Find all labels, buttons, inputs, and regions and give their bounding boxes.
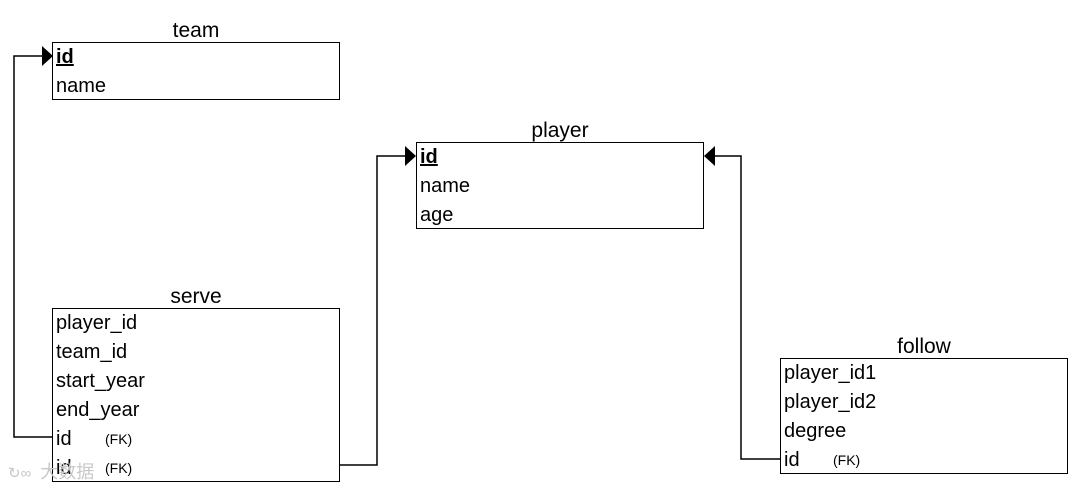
arrowhead-team-id [42, 46, 53, 66]
field-serve-player-id: player_id [56, 312, 138, 334]
field-team-id: id [56, 46, 74, 68]
arrowhead-player-id-left [405, 146, 416, 166]
field-serve-id-fk-2: id (FK) [53, 454, 339, 483]
field-serve-end-year: end_year [56, 399, 140, 421]
entity-title-follow: follow [897, 335, 951, 358]
watermark-text: 大数据 [40, 462, 95, 482]
entity-player[interactable]: id name age [416, 142, 704, 229]
field-name: id [784, 449, 800, 471]
field-player-age: age [420, 204, 454, 226]
fk-tag: (FK) [105, 431, 133, 447]
entity-title-player: player [531, 119, 589, 142]
entity-title-team: team [172, 19, 220, 42]
field-follow-degree: degree [784, 420, 847, 442]
entity-title-serve: serve [170, 285, 222, 308]
logo-icon: ↻∞ [8, 465, 32, 482]
field-player-id: id [420, 146, 438, 168]
field-follow-player-id1: player_id1 [784, 362, 877, 384]
entity-team[interactable]: id name [52, 42, 340, 100]
field-serve-start-year: start_year [56, 370, 145, 392]
field-follow-id-fk: id (FK) [781, 446, 1067, 475]
entity-follow[interactable]: player_id1 player_id2 degree id (FK) [780, 358, 1068, 474]
fk-tag: (FK) [105, 460, 133, 476]
field-team-name: name [56, 75, 107, 97]
connector-serve-team [13, 55, 52, 438]
field-serve-id-fk-1: id (FK) [53, 425, 339, 454]
watermark: ↻∞ 大数据 [8, 458, 94, 484]
fk-tag: (FK) [833, 452, 861, 468]
field-follow-player-id2: player_id2 [784, 391, 877, 413]
field-serve-team-id: team_id [56, 341, 128, 363]
field-name: id [56, 457, 72, 479]
connector-serve-player [340, 155, 408, 466]
connector-follow-player [712, 155, 780, 460]
arrowhead-player-id-right [704, 146, 715, 166]
entity-serve[interactable]: player_id team_id start_year end_year id… [52, 308, 340, 482]
field-player-name: name [420, 175, 471, 197]
field-name: id [56, 428, 72, 450]
